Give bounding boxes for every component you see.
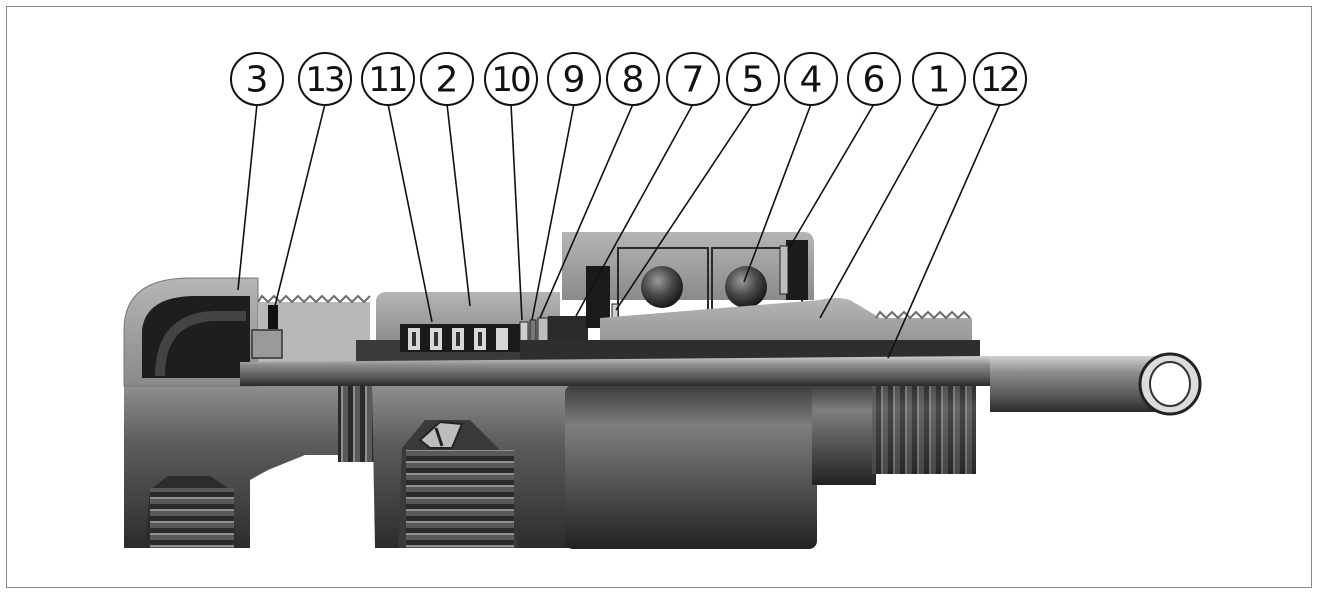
- callout-8: 8: [606, 52, 660, 106]
- bottom-ports: [145, 420, 518, 548]
- callout-label: 5: [742, 60, 765, 101]
- syphon-tube: [240, 352, 1202, 416]
- leader-3: [237, 103, 258, 291]
- callout-2: 2: [420, 52, 474, 106]
- leader-13: [271, 103, 326, 319]
- leader-1: [819, 103, 940, 319]
- callout-5: 5: [726, 52, 780, 106]
- callout-6: 6: [847, 52, 901, 106]
- leader-11: [387, 103, 433, 323]
- callout-3: 3: [230, 52, 284, 106]
- callout-7: 7: [666, 52, 720, 106]
- callout-10: 10: [484, 52, 538, 106]
- callout-label: 12: [980, 60, 1018, 100]
- leader-12: [887, 103, 1001, 359]
- leader-6: [787, 103, 875, 251]
- callout-label: 8: [622, 60, 645, 101]
- leader-lines: [237, 103, 1001, 359]
- leader-9: [531, 103, 575, 321]
- callout-label: 2: [436, 60, 459, 101]
- callout-12: 12: [973, 52, 1027, 106]
- callout-label: 1: [928, 60, 951, 101]
- leader-10: [510, 103, 523, 321]
- callout-4: 4: [784, 52, 838, 106]
- leader-4: [743, 103, 812, 283]
- callout-label: 3: [246, 60, 269, 101]
- callout-11: 11: [361, 52, 415, 106]
- callout-1: 1: [912, 52, 966, 106]
- leader-7: [575, 103, 694, 317]
- callout-label: 13: [305, 60, 343, 100]
- callout-label: 11: [368, 60, 406, 100]
- callout-label: 7: [682, 60, 705, 101]
- leader-5: [615, 103, 754, 311]
- leader-2: [446, 103, 471, 307]
- callout-13: 13: [298, 52, 352, 106]
- callout-label: 10: [491, 60, 530, 100]
- callout-label: 9: [563, 60, 586, 101]
- lower-housing: [124, 385, 976, 549]
- callout-label: 6: [863, 60, 886, 101]
- callout-label: 4: [800, 60, 823, 101]
- leader-8: [539, 103, 634, 319]
- callout-9: 9: [547, 52, 601, 106]
- callouts: 3 13 11 2 10 9 8 7: [230, 52, 1027, 106]
